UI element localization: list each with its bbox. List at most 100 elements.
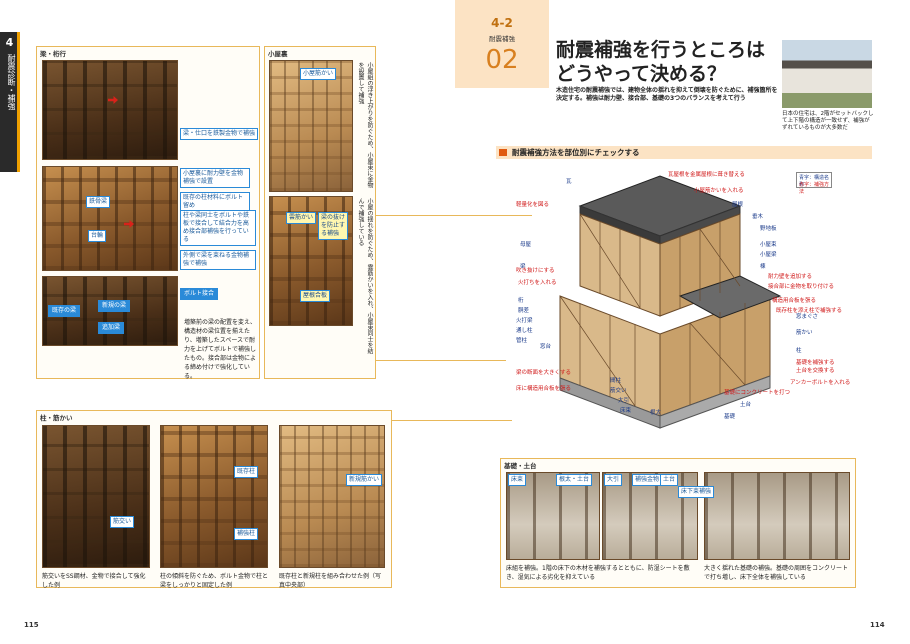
diagram-label-blue: 基礎 [724, 414, 736, 420]
diagram-label-blue: 筋交い [610, 388, 627, 394]
leader-line [392, 420, 512, 421]
foundation-callout-1: 床束 [508, 474, 527, 486]
diagram-label-blue: 根太 [650, 410, 662, 416]
house-photo [782, 40, 872, 108]
diagram-label-red: 基礎にコンクリートを打つ [724, 390, 791, 396]
section-subtitle: 耐震補強 [489, 35, 515, 43]
foundation-photo-1 [506, 472, 600, 560]
diagram-label-blue: 間柱 [610, 378, 622, 384]
diagram-label-blue: 小屋束 [760, 242, 777, 248]
diagram-label-blue: 通し柱 [516, 328, 533, 334]
section-chip: 4-2 耐震補強 02 [455, 0, 549, 88]
column-caption-2: 柱の傾斜を防ぐため、ボルト金物で柱と梁をしっかりと固定した例 [160, 573, 269, 589]
column-photo-3 [279, 425, 385, 568]
beam-label-base: 台輪 [88, 230, 107, 242]
diagram-label-blue: 棟 [760, 264, 766, 270]
chapter-spine-tab: 4 耐震診断・補強 [0, 32, 20, 172]
attic-photo-1 [269, 60, 353, 192]
diagram-label-red: 土台を交換する [796, 368, 835, 374]
foundation-section-label: 基礎・土台 [504, 462, 537, 470]
beam-callout-1: 梁・仕口を鉄製金物で補強 [180, 128, 259, 140]
attic-vcaption-1: 小屋組の浮き上がりを防ぐため、小屋束に金物を設置して補強 [357, 62, 373, 188]
lead-text: 木造住宅の耐震補強では、建物全体の揺れを抑えて倒壊を防ぐために、補強箇所を決定す… [556, 87, 778, 102]
section-number: 4-2 [491, 16, 513, 30]
left-page-number: 115 [24, 621, 39, 629]
foundation-photo-3 [704, 472, 850, 560]
column-callout-3: 補強柱 [234, 528, 259, 540]
diagram-label-blue: 大引 [618, 398, 630, 404]
foundation-callout-6: 床下束補強 [678, 486, 715, 498]
diagram-label-blue: 火打梁 [516, 318, 533, 324]
column-callout-2: 既存柱 [234, 466, 259, 478]
diagram-label-blue: 筋かい [796, 330, 813, 336]
diagram-label-blue: 小屋梁 [760, 252, 777, 258]
beam-callout-3: 既存の柱材料にボルト留め [180, 192, 250, 212]
foundation-caption-1: 床組を補強。1階の床下の木材を補強するとともに、防湿シートを敷き、湿気による劣化… [506, 565, 690, 581]
diagram-label-blue: 桁 [518, 298, 524, 304]
foundation-callout-3: 大引 [604, 474, 623, 486]
attic-callout-3: 梁の抜けを防止する補強 [318, 212, 348, 240]
attic-vcaption-2: 小屋の揺れを防ぐため、雲筋かいを入れ、小屋束同士を結んで補強している [357, 198, 373, 354]
foundation-caption-2: 大きく揺れた基礎の補強。基礎の周囲をコンクリートで打ち増し、床下全体を補強してい… [704, 565, 849, 581]
chapter-number: 4 [5, 36, 14, 49]
page-title-line-1: 耐震補強を行うところは [556, 39, 766, 61]
beam-callout-2: 小屋裏に耐力壁を金物補強で設置 [180, 168, 250, 188]
page-title: 耐震補強を行うところは どうやって決める？ [556, 38, 765, 86]
foundation-callout-2: 根太・土台 [556, 474, 593, 486]
diagram-label-red: 耐力壁を追加する [768, 274, 813, 280]
arrow-marker [124, 220, 134, 228]
subhead-marker [499, 149, 507, 156]
arrow-marker [108, 96, 118, 104]
foundation-callout-5: 土台 [660, 474, 679, 486]
diagram-label-red: 軽量化を図る [516, 202, 550, 208]
chapter-title: 耐震診断・補強 [7, 54, 16, 110]
diagram-label-blue: 土台 [740, 402, 752, 408]
right-page-number: 114 [870, 621, 885, 629]
legend-red: 赤字：補強方法 [799, 182, 830, 195]
house-photo-caption: 日本の住宅は、2階がセットバックして上下階の構造が一致せず、補強がずれているもの… [782, 111, 874, 131]
diagram-label-red: 瓦屋根を金属屋根に葺き替える [668, 172, 745, 178]
diagram-label-blue: 梁 [520, 264, 526, 270]
diagram-label-red: 接合部に金物を取り付ける [768, 284, 835, 290]
diagram-label-blue: 柱 [796, 348, 802, 354]
legend-blue: 青字：構造名称 [799, 175, 830, 188]
attic-callout-2: 雲筋かい [286, 212, 317, 224]
diagram-subhead: 耐震補強方法を部位別にチェックする [496, 146, 872, 159]
diagram-label-red: 火打ちを入れる [518, 280, 557, 286]
attic-section-label: 小屋裏 [268, 50, 288, 58]
column-section-label: 柱・筋かい [40, 414, 73, 422]
diagram-label-blue: 屋根 [732, 202, 744, 208]
attic-callout-4: 屋根合板 [300, 290, 331, 302]
beam-callout-8: 新規の梁 [98, 300, 131, 312]
leader-line [376, 360, 506, 361]
diagram-label-blue: 管柱 [516, 338, 528, 344]
column-caption-3: 既存柱と新規柱を組み合わせた例（写真中央部） [279, 573, 382, 589]
diagram-label-blue: 胴差 [518, 308, 530, 314]
subhead-text: 耐震補強方法を部位別にチェックする [512, 148, 640, 157]
diagram-label-red: 構造用合板を張る [772, 298, 817, 304]
attic-callout-1: 小屋筋かい [300, 68, 337, 80]
diagram-label-blue: 床束 [620, 408, 632, 414]
leader-line [376, 215, 532, 216]
diagram-label-red: アンカーボルトを入れる [790, 380, 851, 386]
beam-callout-7: 既存の梁 [48, 305, 81, 317]
column-callout-1: 筋交い [110, 516, 135, 528]
beam-section-label: 梁・桁行 [40, 50, 66, 58]
diagram-label-red: 吹き抜けにする [516, 268, 555, 274]
chapter-item-number: 02 [485, 45, 519, 75]
diagram-legend: 青字：構造名称 赤字：補強方法 [796, 172, 832, 195]
diagram-label-blue: 母屋 [520, 242, 532, 248]
diagram-label-red: 小屋筋かいを入れる [694, 188, 744, 194]
beam-label-steel: 鉄骨梁 [86, 196, 111, 208]
beam-photo-1 [42, 60, 178, 160]
diagram-label-red: 基礎を補強する [796, 360, 835, 366]
diagram-label-red: 既存柱を添え柱で補強する [776, 308, 843, 314]
column-caption-1: 筋交いをSS鋼材、金物で接合して強化した例 [42, 573, 146, 589]
column-photo-2 [160, 425, 268, 568]
diagram-label-blue: 野地板 [760, 226, 777, 232]
diagram-label-red: 床に構造用合板を張る [516, 386, 572, 392]
page-title-line-2: どうやって決める？ [556, 63, 727, 85]
beam-callout-5: 外側で梁を束ねる金物補強で補強 [180, 250, 256, 270]
beam-callout-9: 追加梁 [98, 322, 125, 334]
house-structure-diagram [559, 175, 782, 429]
